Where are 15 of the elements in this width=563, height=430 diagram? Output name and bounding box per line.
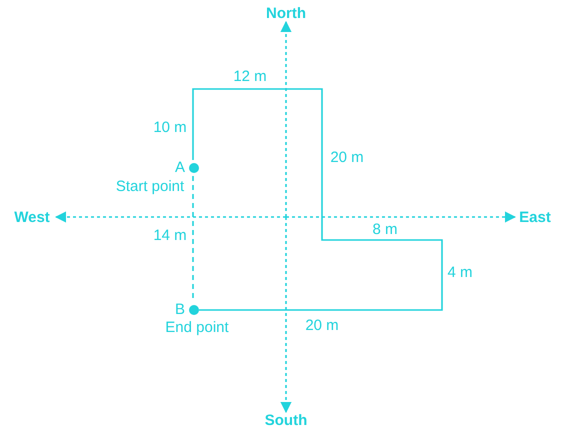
dimension-label: 20 m bbox=[330, 150, 364, 166]
dimension-label: 12 m bbox=[233, 69, 267, 85]
point-label: A bbox=[175, 160, 186, 176]
point-caption: End point bbox=[165, 320, 229, 336]
dimension-label: 20 m bbox=[305, 318, 339, 334]
point-label: B bbox=[175, 302, 186, 318]
dimension-label: 4 m bbox=[448, 265, 472, 281]
path-line bbox=[192, 88, 443, 311]
compass-label: East bbox=[519, 210, 551, 226]
compass-label: South bbox=[264, 413, 308, 429]
dimension-label: 8 m bbox=[372, 222, 398, 238]
point-caption: Start point bbox=[116, 179, 184, 195]
dimension-label: 10 m bbox=[153, 120, 187, 136]
compass-label: North bbox=[266, 6, 306, 22]
compass-label: West bbox=[14, 210, 50, 226]
